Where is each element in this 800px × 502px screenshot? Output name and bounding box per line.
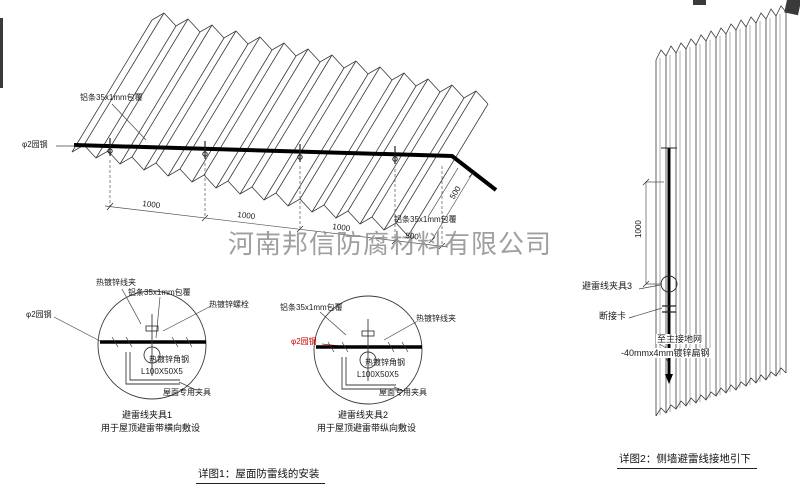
detail1-clamp-label: 热镀锌线夹 (96, 278, 136, 287)
wire-support-clamps (109, 138, 396, 164)
roof-back-edge (151, 12, 489, 105)
roof-aluminum-strip-label-right: 铝条35x1mm包覆 (394, 215, 457, 224)
detail1-title: 避雷线夹具1 (122, 410, 173, 420)
roof-aluminum-strip-label-top: 铝条35x1mm包覆 (80, 93, 143, 102)
detail2-angle-steel-label: 热镀锌角钢 (365, 358, 405, 367)
detail-circle-2 (313, 295, 423, 405)
detail2-roof-clamp-label: 屋面专用夹具 (379, 388, 427, 397)
detail1-strip-label: 铝条35x1mm包覆 (128, 288, 191, 297)
scan-artifact-top (693, 0, 706, 5)
detail2-title: 避雷线夹具2 (338, 410, 389, 420)
detail1-round-steel-label: φ2园钢 (26, 310, 52, 319)
wall-dimension (642, 178, 664, 288)
detail1-bolt-label: 热镀锌螺栓 (209, 300, 249, 309)
scan-artifact-left (0, 18, 3, 88)
detail1-roof-clamp-label: 屋面专用夹具 (163, 388, 211, 397)
wall-to-ground-label: 至主接地网 (656, 334, 704, 345)
detail1-subtitle: 用于屋顶避雷带横向敷设 (101, 423, 201, 433)
roof-front-edge (71, 144, 409, 237)
detail2-subtitle: 用于屋顶避雷带纵向敷设 (317, 423, 417, 433)
detail2-round-steel-label: φ2园钢 (291, 337, 317, 346)
wall-dim-1000: 1000 (634, 220, 643, 238)
scan-artifact-top-right (784, 0, 800, 16)
detail2-strip-label: 铝条35x1mm包覆 (280, 303, 343, 312)
detail2-angle-spec-label: L100X50X5 (357, 370, 399, 379)
company-watermark: 河南邦信防腐材料有限公司 (228, 230, 553, 259)
leader-lines (53, 103, 670, 392)
ground-arrow (665, 374, 673, 384)
wall-disconnect-label: 断接卡 (599, 311, 627, 321)
roof-isometric-view (71, 12, 489, 237)
wall-flat-steel-label: -40mmx4mm镀锌扁钢 (620, 348, 711, 359)
roof-lightning-wire (73, 138, 498, 192)
detail1-angle-steel-label: 热镀锌角钢 (149, 355, 189, 364)
detail-circle-1 (97, 290, 207, 400)
caption-detail2: 详图2：侧墙避雷线接地引下 (617, 451, 757, 469)
roof-dimension-lines (104, 160, 476, 250)
disconnect-card-symbol (662, 305, 676, 313)
detail2-clamp-label: 热镀锌线夹 (416, 314, 456, 323)
detail1-angle-spec-label: L100X50X5 (141, 367, 183, 376)
wall-clamp3-label: 避雷线夹具3 (582, 281, 633, 291)
roof-round-steel-label: φ2园钢 (22, 140, 48, 149)
caption-detail1: 详图1：屋面防雷线的安装 (196, 466, 326, 484)
roof-ridge-lines (71, 12, 489, 237)
roof-dim-500-a: 500 (404, 231, 420, 242)
